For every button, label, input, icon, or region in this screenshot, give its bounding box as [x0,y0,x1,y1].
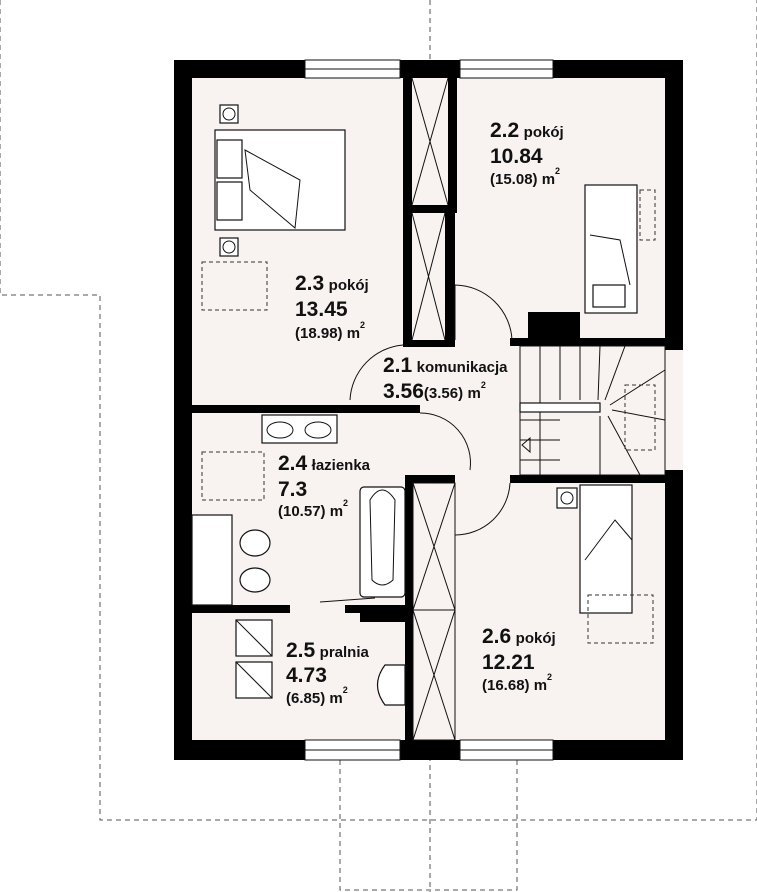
doors [319,284,513,603]
svg-text:2.4 łazienka: 2.4 łazienka [278,452,371,475]
svg-text:10.84: 10.84 [490,145,543,168]
room-label-2-4: 2.4 łazienka 7.3 (10.57) m2 [278,452,371,520]
svg-text:2.2 pokój: 2.2 pokój [490,119,564,142]
svg-text:2.5 pralnia: 2.5 pralnia [286,639,369,662]
svg-text:(10.57) m2: (10.57) m2 [278,498,348,520]
svg-text:3.56(3.56) m2: 3.56(3.56) m2 [383,380,486,403]
outer-walls [174,60,683,760]
svg-text:(16.68) m2: (16.68) m2 [482,672,552,694]
interior-walls [192,312,665,622]
windows [304,59,554,761]
room-label-2-1: 2.1 komunikacja 3.56(3.56) m2 [383,354,508,403]
svg-text:4.73: 4.73 [286,664,327,687]
svg-text:(18.98) m2: (18.98) m2 [295,320,365,342]
svg-text:(15.08) m2: (15.08) m2 [490,166,560,188]
svg-text:12.21: 12.21 [482,651,535,674]
svg-text:13.45: 13.45 [295,298,348,321]
staircase [519,345,666,476]
room-label-2-3: 2.3 pokój 13.45 (18.98) m2 [295,272,369,342]
svg-text:2.1 komunikacja: 2.1 komunikacja [383,354,508,377]
svg-text:2.6 pokój: 2.6 pokój [482,625,556,648]
svg-text:7.3: 7.3 [278,478,307,501]
svg-text:(6.85) m2: (6.85) m2 [286,685,348,707]
room-label-2-6: 2.6 pokój 12.21 (16.68) m2 [482,625,556,694]
svg-text:2.3 pokój: 2.3 pokój [295,272,369,295]
furniture [191,104,656,706]
room-label-2-2: 2.2 pokój 10.84 (15.08) m2 [490,119,564,188]
room-label-2-5: 2.5 pralnia 4.73 (6.85) m2 [286,639,369,707]
